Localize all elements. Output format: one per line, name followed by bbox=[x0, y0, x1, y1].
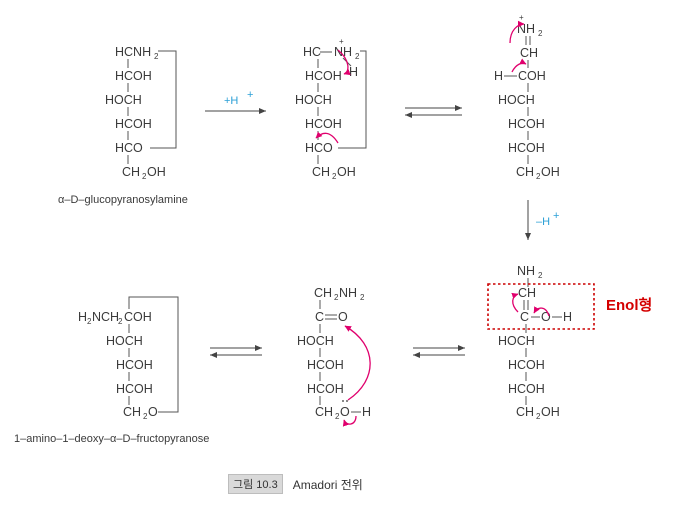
s2-row1-hc: HC bbox=[303, 45, 321, 59]
s4-row3-c: C bbox=[520, 310, 529, 324]
s6-name: 1–amino–1–deoxy–α–D–fructopyranose bbox=[14, 433, 209, 445]
s1-row6-oh: OH bbox=[147, 165, 166, 179]
s6-row3: HCOH bbox=[116, 358, 153, 372]
s5-row2-o: O bbox=[338, 310, 348, 324]
s3-row3-h: H bbox=[494, 69, 503, 83]
s5-row6-sub: 2 bbox=[335, 412, 340, 421]
s6-row4: HCOH bbox=[116, 382, 153, 396]
s4-row3-o: O bbox=[541, 310, 551, 324]
reagent-remove-proton-sup: + bbox=[553, 210, 559, 222]
reagent-add-proton: +H bbox=[224, 95, 238, 107]
s1-name: α–D–glucopyranosylamine bbox=[58, 194, 188, 206]
s6-row1-sub: 2 bbox=[87, 317, 92, 326]
s2-row6-oh: OH bbox=[337, 165, 356, 179]
s5-row3: HOCH bbox=[297, 334, 334, 348]
s4-row4: HOCH bbox=[498, 334, 535, 348]
s4-row2: CH bbox=[518, 286, 536, 300]
s3-row7-oh: OH bbox=[541, 165, 560, 179]
equilibrium-arrows-3 bbox=[210, 345, 262, 358]
s2-row5: HCO bbox=[305, 141, 333, 155]
s6-row5-o: O bbox=[148, 405, 158, 419]
s2-row2: HCOH bbox=[305, 69, 342, 83]
s3-row6: HCOH bbox=[508, 141, 545, 155]
s2-row1-nh: NH bbox=[334, 45, 352, 59]
s3-row7-ch: CH bbox=[516, 165, 534, 179]
s2-row3: HOCH bbox=[295, 93, 332, 107]
s1-row3: HOCH bbox=[105, 93, 142, 107]
structure-keto-form: CH 2 NH 2 C O HOCH HCOH HCOH CH 2 O H bbox=[297, 286, 371, 427]
s1-row5: HCO bbox=[115, 141, 143, 155]
protonation-arrow: +H + bbox=[205, 89, 266, 114]
s1-row2: HCOH bbox=[115, 69, 152, 83]
s5-row4: HCOH bbox=[307, 358, 344, 372]
s5-row1-sub: 2 bbox=[334, 293, 339, 302]
figure-title: Amadori 전위 bbox=[292, 477, 363, 492]
structure-enol-form: NH 2 CH C O H HOCH HCOH HCOH CH 2 OH bbox=[487, 264, 595, 421]
s4-row1-nh: NH bbox=[517, 264, 535, 278]
s1-row6-sub: 2 bbox=[142, 172, 147, 181]
s3-row4: HOCH bbox=[498, 93, 535, 107]
s3-row3: COH bbox=[518, 69, 546, 83]
reagent-remove-proton: –H bbox=[536, 216, 550, 228]
s5-row1-ch: CH bbox=[314, 286, 332, 300]
structure-glucopyranosylamine: HCNH 2 HCOH HOCH HCOH HCO CH 2 OH α–D–gl… bbox=[58, 45, 188, 206]
reagent-add-proton-sup: + bbox=[247, 89, 253, 101]
s5-row1-sub2: 2 bbox=[360, 293, 365, 302]
equilibrium-arrows-2 bbox=[413, 345, 465, 358]
s4-row7-oh: OH bbox=[541, 405, 560, 419]
s3-plus: + bbox=[519, 13, 524, 22]
s5-row6-ch: CH bbox=[315, 405, 333, 419]
s4-row7-ch: CH bbox=[516, 405, 534, 419]
s2-sub: 2 bbox=[355, 52, 360, 61]
s2-h: H bbox=[349, 65, 358, 79]
figure-caption: 그림 10.3 Amadori 전위 bbox=[228, 474, 363, 494]
s1-row4: HCOH bbox=[115, 117, 152, 131]
deprotonation-arrow: –H + bbox=[525, 200, 559, 240]
structure-iminium-open-chain: + NH 2 CH H COH HOCH HCOH HCOH CH 2 OH bbox=[494, 13, 560, 181]
s4-sub: 2 bbox=[538, 271, 543, 280]
s5-row6-h: H bbox=[362, 405, 371, 419]
s2-plus: + bbox=[339, 37, 344, 46]
s4-row5: HCOH bbox=[508, 358, 545, 372]
s2-row6-sub: 2 bbox=[332, 172, 337, 181]
s3-row5: HCOH bbox=[508, 117, 545, 131]
s4-row7-sub: 2 bbox=[536, 412, 541, 421]
s2-row4: HCOH bbox=[305, 117, 342, 131]
s5-row2-c: C bbox=[315, 310, 324, 324]
s2-row6-ch: CH bbox=[312, 165, 330, 179]
s3-row7-sub: 2 bbox=[536, 172, 541, 181]
s3-sub: 2 bbox=[538, 29, 543, 38]
s6-row1-nch: NCH bbox=[92, 310, 119, 324]
figure-number-badge: 그림 10.3 bbox=[228, 474, 283, 494]
structure-fructopyranose-amine: H 2 NCH 2 COH HOCH HCOH HCOH CH 2 O 1–am… bbox=[14, 296, 209, 445]
s3-row1-nh: NH bbox=[517, 22, 535, 36]
s4-row3-h: H bbox=[563, 310, 572, 324]
s5-row5: HCOH bbox=[307, 382, 344, 396]
structure-protonated-amine: HC + NH 2 H HCOH HOCH HCOH HCO CH 2 OH bbox=[295, 37, 367, 181]
s1-row6-ch: CH bbox=[122, 165, 140, 179]
s6-row5-sub: 2 bbox=[143, 412, 148, 421]
s6-row1-coh: COH bbox=[124, 310, 152, 324]
equilibrium-arrows-1 bbox=[405, 105, 462, 118]
s3-row2: CH bbox=[520, 46, 538, 60]
s6-row2: HOCH bbox=[106, 334, 143, 348]
s5-row6-o: O bbox=[340, 405, 350, 419]
s4-row6: HCOH bbox=[508, 382, 545, 396]
enol-form-label: Enol형 bbox=[606, 297, 653, 314]
s6-row1-sub2: 2 bbox=[118, 317, 123, 326]
s1-row1: HCNH bbox=[115, 45, 151, 59]
s1-row1-sub: 2 bbox=[154, 52, 159, 61]
s6-row1-h: H bbox=[78, 310, 87, 324]
s6-row5-ch: CH bbox=[123, 405, 141, 419]
s5-row1-nh: NH bbox=[339, 286, 357, 300]
